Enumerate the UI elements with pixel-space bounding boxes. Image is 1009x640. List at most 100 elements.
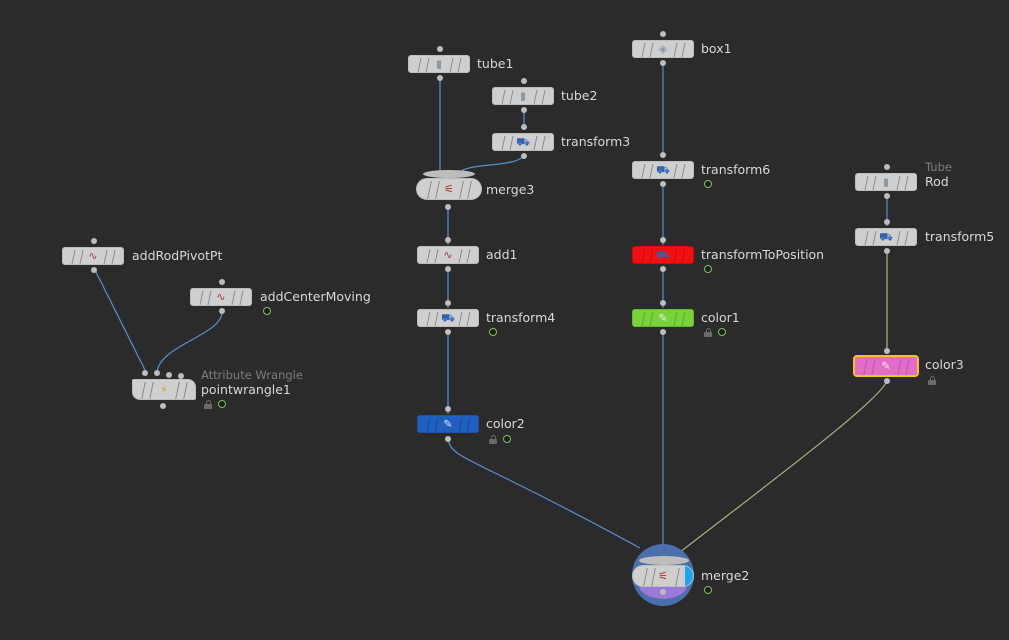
- input-port[interactable]: [884, 164, 890, 170]
- node-addRodPivotPt[interactable]: ∿: [62, 247, 124, 265]
- node-label: color1: [701, 310, 740, 325]
- node-type-label: Attribute Wrangle: [201, 368, 303, 382]
- merge3-input-bar[interactable]: [423, 170, 475, 178]
- output-port[interactable]: [445, 329, 451, 335]
- display-flag-icon[interactable]: [489, 328, 497, 336]
- wire-transform3-merge3: [459, 152, 525, 173]
- node-label: box1: [701, 41, 732, 56]
- node-add1[interactable]: ∿: [417, 246, 479, 264]
- output-port[interactable]: [521, 153, 527, 159]
- node-label: transform3: [561, 134, 631, 149]
- node-label: addRodPivotPt: [132, 248, 223, 263]
- wire-color3-merge2: [679, 379, 888, 553]
- input-port[interactable]: [660, 152, 666, 158]
- node-label: addCenterMoving: [260, 289, 371, 304]
- output-port[interactable]: [160, 403, 166, 409]
- input-port[interactable]: [660, 300, 666, 306]
- node-box1[interactable]: ◈: [632, 40, 694, 58]
- input-port[interactable]: [437, 46, 443, 52]
- box-icon: ◈: [658, 42, 668, 56]
- input-port[interactable]: [445, 300, 451, 306]
- input-port[interactable]: [884, 219, 890, 225]
- lock-icon[interactable]: [704, 328, 712, 337]
- node-label: Rod: [925, 174, 949, 189]
- output-port[interactable]: [445, 266, 451, 272]
- merge-icon: ⚟: [444, 182, 454, 196]
- input-port[interactable]: [660, 31, 666, 37]
- node-color2[interactable]: ✎: [417, 415, 479, 433]
- tube-icon: ▮: [882, 175, 890, 189]
- output-port[interactable]: [884, 248, 890, 254]
- output-port[interactable]: [445, 204, 451, 210]
- node-transform3[interactable]: ⛟: [492, 133, 554, 151]
- transform-icon: ⛟: [516, 135, 530, 149]
- wire-color2-merge2: [447, 438, 641, 549]
- node-label: merge3: [486, 182, 535, 197]
- output-port[interactable]: [445, 436, 451, 442]
- display-flag-icon[interactable]: [718, 328, 726, 336]
- input-port[interactable]: [884, 348, 890, 354]
- output-port[interactable]: [660, 589, 666, 595]
- node-transform6[interactable]: ⛟: [632, 161, 694, 179]
- wire-addCenterMoving-pointwrangle1: [156, 311, 223, 373]
- node-label: tube1: [477, 56, 514, 71]
- node-merge2[interactable]: ⚟: [632, 565, 694, 587]
- node-rod[interactable]: ▮: [855, 173, 917, 191]
- output-port[interactable]: [521, 107, 527, 113]
- output-port[interactable]: [660, 181, 666, 187]
- node-label: transform4: [486, 310, 556, 325]
- node-tube2[interactable]: ▮: [492, 87, 554, 105]
- transform-icon: ⛟: [656, 248, 670, 262]
- input-port-3[interactable]: [166, 372, 172, 378]
- node-color3[interactable]: ✎: [853, 355, 919, 377]
- input-port[interactable]: [445, 406, 451, 412]
- display-flag-icon[interactable]: [704, 586, 712, 594]
- node-label: tube2: [561, 88, 598, 103]
- display-flag-icon[interactable]: [704, 265, 712, 273]
- node-tube1[interactable]: ▮: [408, 55, 470, 73]
- input-port[interactable]: [660, 237, 666, 243]
- output-port[interactable]: [660, 266, 666, 272]
- transform-icon: ⛟: [441, 311, 455, 325]
- node-label: color2: [486, 416, 525, 431]
- display-flag-icon[interactable]: [263, 307, 271, 315]
- input-port[interactable]: [521, 78, 527, 84]
- merge2-input-bar[interactable]: [639, 556, 689, 565]
- output-port[interactable]: [660, 60, 666, 66]
- node-label: transformToPosition: [701, 247, 825, 262]
- display-flag-indicator[interactable]: [685, 566, 693, 586]
- transform-icon: ⛟: [879, 230, 893, 244]
- node-addCenterMoving[interactable]: ∿: [190, 288, 252, 306]
- color-icon: ✎: [658, 311, 668, 325]
- input-port-4[interactable]: [178, 373, 184, 379]
- wrangle-icon: ⚡: [160, 383, 168, 396]
- node-merge3[interactable]: ⚟: [416, 178, 482, 200]
- wire-addRodPivotPt-pointwrangle1: [93, 267, 147, 373]
- output-port[interactable]: [91, 267, 97, 273]
- display-flag-icon[interactable]: [503, 435, 511, 443]
- node-transform4[interactable]: ⛟: [417, 309, 479, 327]
- output-port[interactable]: [660, 329, 666, 335]
- input-port[interactable]: [521, 124, 527, 130]
- lock-icon[interactable]: [928, 376, 936, 385]
- tube-icon: ▮: [519, 89, 527, 103]
- node-transform5[interactable]: ⛟: [855, 228, 917, 246]
- input-port-2[interactable]: [154, 370, 160, 376]
- node-pointwrangle1[interactable]: ⚡: [132, 379, 196, 400]
- input-port-1[interactable]: [142, 370, 148, 376]
- merge-icon: ⚟: [658, 569, 668, 583]
- input-port[interactable]: [219, 279, 225, 285]
- node-transformToPosition[interactable]: ⛟: [632, 246, 694, 264]
- display-flag-icon[interactable]: [704, 180, 712, 188]
- input-port[interactable]: [91, 238, 97, 244]
- node-color1[interactable]: ✎: [632, 309, 694, 327]
- display-flag-icon[interactable]: [218, 400, 226, 408]
- output-port[interactable]: [884, 378, 890, 384]
- lock-icon[interactable]: [489, 435, 497, 444]
- output-port[interactable]: [437, 75, 443, 81]
- color-icon: ✎: [881, 359, 891, 373]
- lock-icon[interactable]: [204, 400, 212, 409]
- output-port[interactable]: [219, 308, 225, 314]
- output-port[interactable]: [884, 193, 890, 199]
- input-port[interactable]: [445, 237, 451, 243]
